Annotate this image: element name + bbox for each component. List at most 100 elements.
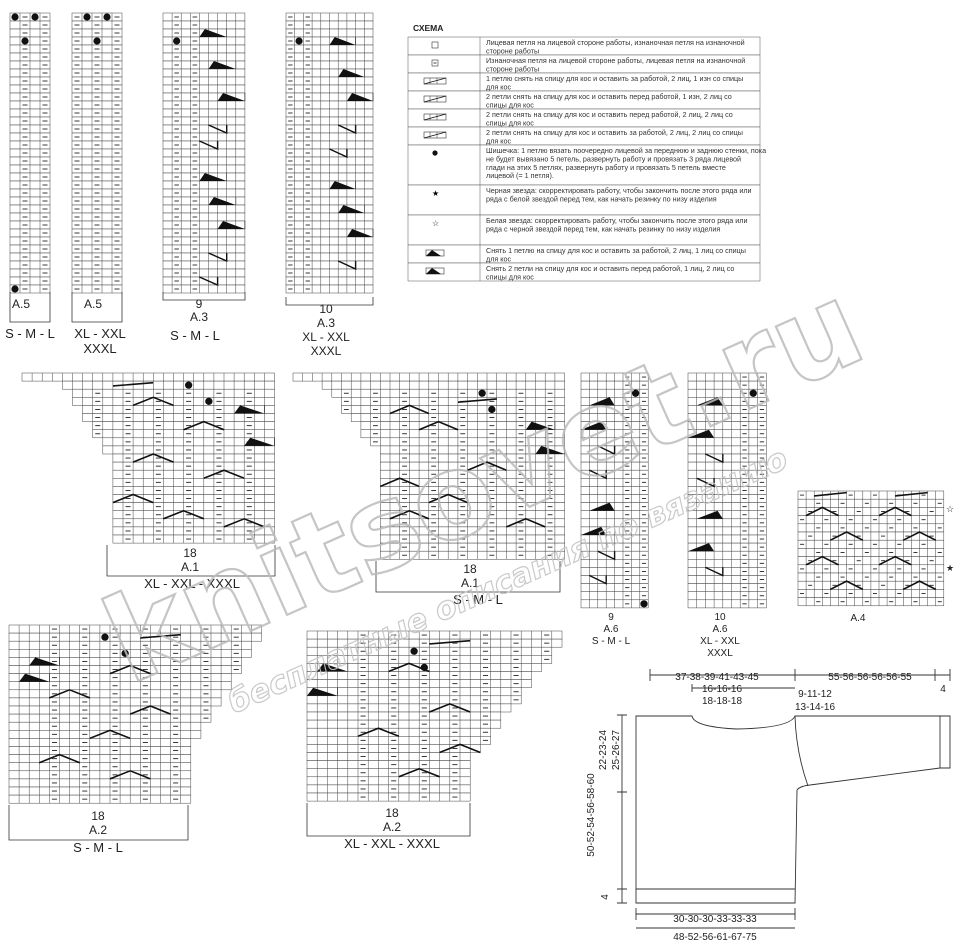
cable-right-1-2-icon bbox=[423, 95, 447, 103]
chart-a6-xl-bobble-0 bbox=[749, 389, 757, 397]
cable-left-2-1-icon bbox=[423, 77, 447, 85]
chart-a3-xl-cable-5 bbox=[329, 181, 356, 189]
chart-a2-sml-cable-1 bbox=[29, 657, 60, 666]
chart-a3-sml-cable-1 bbox=[208, 61, 236, 69]
dash-cell-icon bbox=[431, 59, 439, 67]
chart-a4 bbox=[797, 490, 945, 607]
a3-xl-sizes-1: XL - XXL bbox=[302, 330, 350, 344]
neck-width-1: 16-16-16 bbox=[702, 684, 742, 695]
chart-a6-xl-cable-3 bbox=[696, 477, 715, 488]
legend-row-10-text-line: Снять 2 петли на спицу для кос и оставит… bbox=[486, 264, 734, 273]
chart-a3-xl-cable-3 bbox=[337, 124, 357, 135]
chart-brackets bbox=[8, 292, 561, 841]
chart-a2-xl-cells bbox=[306, 630, 563, 802]
a5-xl-sizes-2: XXXL bbox=[83, 341, 116, 356]
body-outline bbox=[635, 715, 951, 904]
legend-row-1-text-line: Изнаночная петля на лицевой стороне рабо… bbox=[486, 56, 745, 65]
legend-row-0-text-line: Лицевая петля на лицевой стороне работы,… bbox=[486, 38, 745, 47]
legend-row-6-text-line: не будет вывязано 5 петель, развернуть р… bbox=[486, 154, 741, 163]
legend-row-10-text-line: спицы для кос bbox=[486, 272, 534, 281]
chart-a6-sml-cable-0 bbox=[589, 397, 615, 406]
chart-labels: A.5 S - M - L A.5 XL - XXL XXXL 9 A.3 S … bbox=[5, 297, 866, 855]
cable-front-2-2-icon bbox=[423, 113, 447, 121]
chart-a1-sml-cable-8 bbox=[389, 509, 430, 520]
legend-row-5-text-line: для кос bbox=[486, 136, 511, 145]
chart-a3-sml-cable-0 bbox=[199, 29, 227, 37]
a5-xl-sizes-1: XL - XXL bbox=[74, 326, 126, 341]
chart-a1-xl-cable-9 bbox=[223, 517, 265, 528]
chart-a3-sml-cable-2 bbox=[217, 93, 245, 101]
chart-a5-sml-bobble-0 bbox=[11, 13, 19, 21]
chart-a1-xl-bobble-0 bbox=[185, 381, 193, 389]
chart-a4-cable-1 bbox=[895, 491, 928, 497]
legend-row-7-text-line: Черная звезда: скорректировать работу, ч… bbox=[486, 186, 752, 195]
cuff-width: 4 bbox=[940, 684, 946, 695]
legend-row-0: Лицевая петля на лицевой стороне работы,… bbox=[407, 36, 761, 55]
legend-row-4: 2 петли снять на спицу для кос и оставит… bbox=[407, 108, 761, 127]
a5-xl-name: A.5 bbox=[84, 297, 102, 311]
bobble-icon bbox=[432, 150, 438, 156]
chart-a1-sml-cells bbox=[292, 372, 565, 560]
chart-a3-sml-cable-6 bbox=[208, 197, 236, 205]
chart-a2-sml-cable-3 bbox=[109, 664, 151, 675]
chart-a1-sml-bobble-0 bbox=[478, 389, 486, 397]
chart-a6-sml-cable-5 bbox=[581, 526, 607, 535]
chart-a4-cells bbox=[797, 490, 945, 607]
chart-a4-cable-4 bbox=[830, 531, 864, 541]
a2-sml-sizes: S - M - L bbox=[73, 840, 123, 855]
chart-a1-xl-cable-2 bbox=[234, 405, 265, 414]
legend-row-10: Снять 2 петли на спицу для кос и оставит… bbox=[407, 262, 761, 281]
svg-text:★: ★ bbox=[432, 189, 439, 198]
sleeve-width: 55-56-56-56-56-55 bbox=[828, 672, 912, 683]
chart-a6-sml-cable-3 bbox=[589, 469, 607, 480]
chart-a2-xl-cable-3 bbox=[307, 687, 338, 696]
a3-sml-sizes: S - M - L bbox=[170, 328, 220, 343]
garment-schematic bbox=[617, 669, 951, 929]
chart-a4-cable-5 bbox=[902, 531, 937, 541]
chart-a3-xl-cable-4 bbox=[329, 148, 348, 159]
cable-left-1-2-icon bbox=[425, 249, 445, 257]
legend-row-2-text-line: 1 петлю снять на спицу для кос и оставит… bbox=[486, 74, 743, 83]
chart-a1-sml-cable-6 bbox=[379, 477, 420, 488]
legend-row-8-text-line: Белая звезда: скорректировать работу, чт… bbox=[486, 216, 747, 225]
chart-a6-xl-cable-0 bbox=[696, 397, 723, 406]
a2-sml-count: 18 bbox=[91, 809, 105, 823]
legend: СХЕМА Лицевая петля на лицевой стороне р… bbox=[407, 23, 766, 281]
chart-a2-xl-cable-7 bbox=[398, 767, 440, 778]
chart-a5-sml-cells bbox=[9, 12, 51, 294]
neck-dimension-line bbox=[691, 684, 795, 692]
legend-row-3-text-line: 2 петли снять на спицу для кос и оставит… bbox=[486, 92, 732, 101]
chart-a1-xl-cable-7 bbox=[112, 493, 154, 504]
chart-a6-sml-cable-6 bbox=[597, 550, 616, 561]
chart-a2-sml-bobble-0 bbox=[101, 633, 109, 641]
chart-a6-xl bbox=[687, 372, 767, 609]
a1-sml-sizes: S - M - L bbox=[453, 592, 503, 607]
chart-a3-xl-cable-8 bbox=[337, 260, 357, 271]
chart-a6-sml-cable-2 bbox=[597, 445, 616, 456]
chart-a1-sml bbox=[292, 372, 565, 560]
chart-a3-sml-bobble-0 bbox=[173, 37, 181, 45]
chart-a2-sml-cable-6 bbox=[89, 729, 131, 740]
shoulder-1: 9-11-12 bbox=[798, 689, 832, 700]
chart-a3-xl-cable-6 bbox=[338, 205, 365, 213]
rib-height: 4 bbox=[600, 894, 611, 900]
measurement-labels: 37-38-39-41-43-45 55-56-56-56-56-55 16-1… bbox=[586, 672, 946, 943]
legend-row-9: Снять 1 петлю на спицу для кос и оставит… bbox=[407, 244, 761, 263]
chart-a6-sml-cells bbox=[580, 372, 649, 609]
body-length: 50-52-54-56-58-60 bbox=[586, 773, 597, 857]
legend-row-7: ★ Черная звезда: скорректировать работу, … bbox=[407, 184, 761, 216]
hip-width: 30-30-30-33-33-33 bbox=[673, 914, 757, 925]
chart-a1-sml-cable-3 bbox=[525, 421, 555, 430]
chart-a5-xl-bobble-0 bbox=[83, 13, 91, 21]
chart-a3-sml-cells bbox=[162, 12, 246, 294]
legend-row-2: 1 петлю снять на спицу для кос и оставит… bbox=[407, 72, 761, 91]
chart-a4-cable-0 bbox=[814, 491, 847, 497]
chart-a1-xl-cable-6 bbox=[203, 469, 245, 480]
chart-a2-xl-cable-4 bbox=[429, 703, 471, 713]
chart-a2-xl-bobble-0 bbox=[410, 647, 418, 655]
chart-a5-xl-bobble-1 bbox=[103, 13, 111, 21]
a1-xl-sizes: XL - XXL - XXXL bbox=[144, 576, 240, 591]
legend-row-5: 2 петли снять на спицу для кос и оставит… bbox=[407, 126, 761, 145]
legend-row-2-text-line: для кос bbox=[486, 82, 511, 91]
